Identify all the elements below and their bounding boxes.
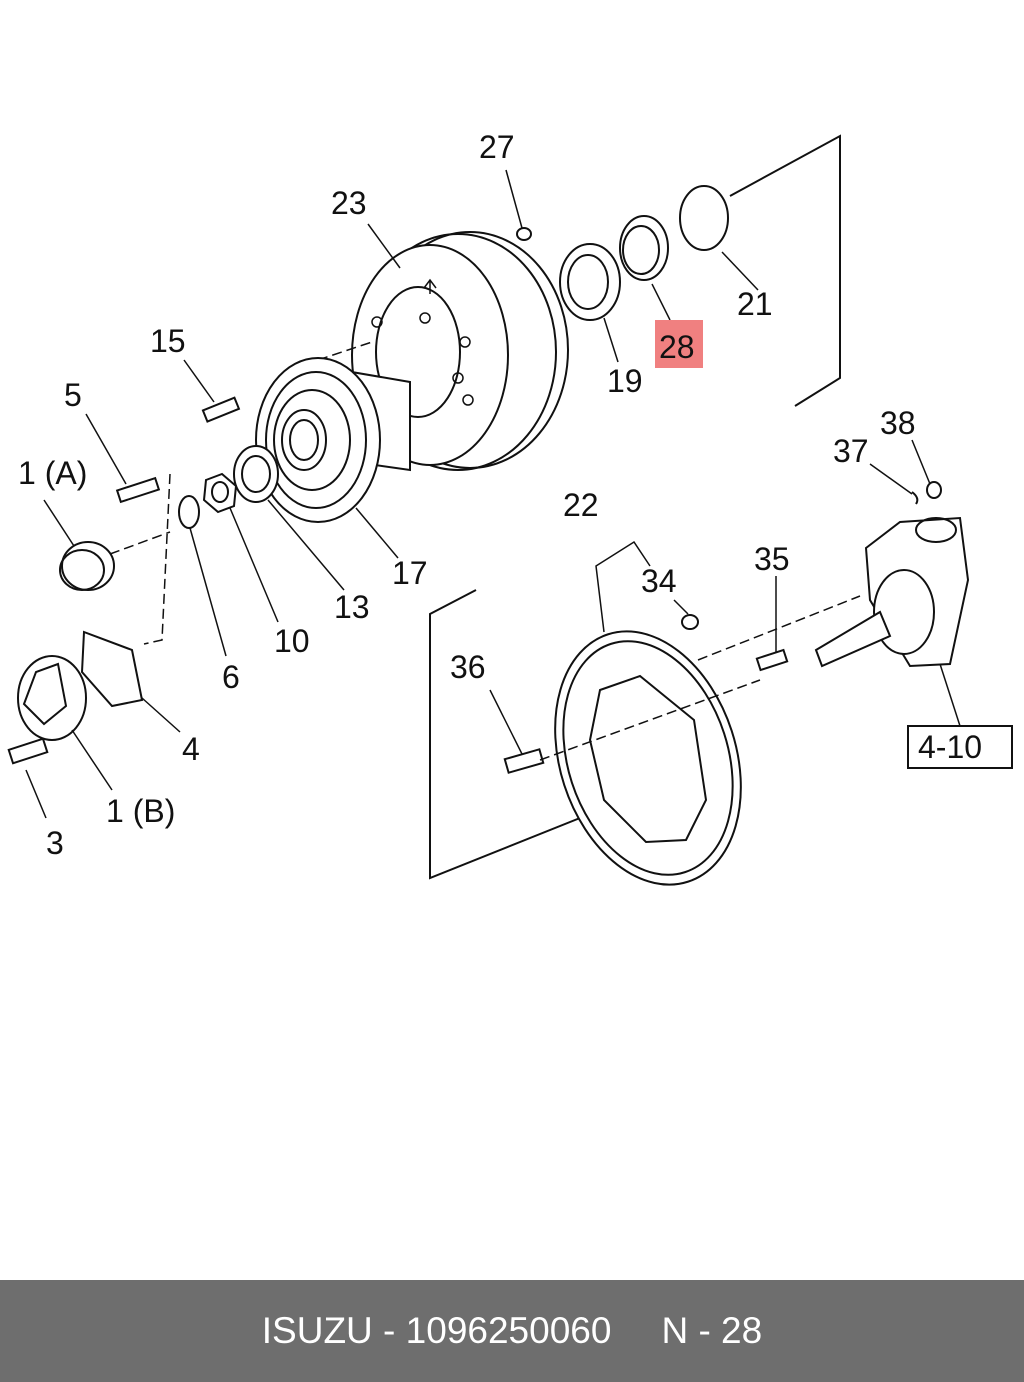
wheel-hub [255,357,411,523]
footer-bar: ISUZU - 1096250060 N - 28 [0,1280,1024,1382]
callout-4: 4 [182,731,200,767]
hub-cap-1b [17,655,87,741]
callout-38: 38 [880,405,916,441]
oil-seal-28 [619,215,669,281]
snap-ring-21 [679,185,729,251]
group-bracket-lower [429,589,601,880]
pin-37 [911,491,919,505]
gasket-4 [80,630,144,708]
callout-1b: 1 (B) [106,793,175,829]
callout-35: 35 [754,541,790,577]
group-bracket-upper [729,134,841,407]
bolt-15 [201,396,241,423]
callout-36: 36 [450,649,486,685]
page-reference: N - 28 [661,1310,763,1351]
callout-21: 21 [737,286,773,322]
callout-13: 13 [334,589,370,625]
callout-10: 10 [274,623,310,659]
washer-6 [178,495,200,529]
callout-23: 23 [331,185,367,221]
steering-knuckle [814,516,970,668]
bearing-13 [233,445,279,503]
leader-lines [25,169,961,819]
nut-38 [926,481,942,499]
callout-3: 3 [46,825,64,861]
exploded-view-drawing: 27 23 21 28 19 15 5 1 (A) 13 17 10 6 4 1… [7,129,1013,886]
nut-10 [202,472,238,514]
highlight-box [655,320,703,368]
bolt-34 [681,614,699,630]
callout-5: 5 [64,377,82,413]
callout-28: 28 [659,329,695,365]
callout-17: 17 [392,555,428,591]
callout-34: 34 [641,563,677,599]
callout-37: 37 [833,433,869,469]
callout-27: 27 [479,129,515,165]
callout-15: 15 [150,323,186,359]
bearing-19 [559,243,621,321]
callout-19: 19 [607,363,643,399]
bolt-35 [755,648,789,672]
callout-6: 6 [222,659,240,695]
callout-4-10: 4-10 [918,729,982,765]
hub-cap-1a [59,541,115,591]
backing-plate [554,630,742,886]
bolt-3 [7,737,49,765]
bolt-36 [503,748,545,774]
callout-22: 22 [563,487,599,523]
parts-diagram: 27 23 21 28 19 15 5 1 (A) 13 17 10 6 4 1… [7,129,1013,886]
brand-part-number: ISUZU - 1096250060 [261,1310,612,1351]
nut-27 [516,227,532,241]
bolt-5 [115,476,161,504]
reference-box-4-10 [907,725,1013,769]
callout-1a: 1 (A) [18,455,87,491]
